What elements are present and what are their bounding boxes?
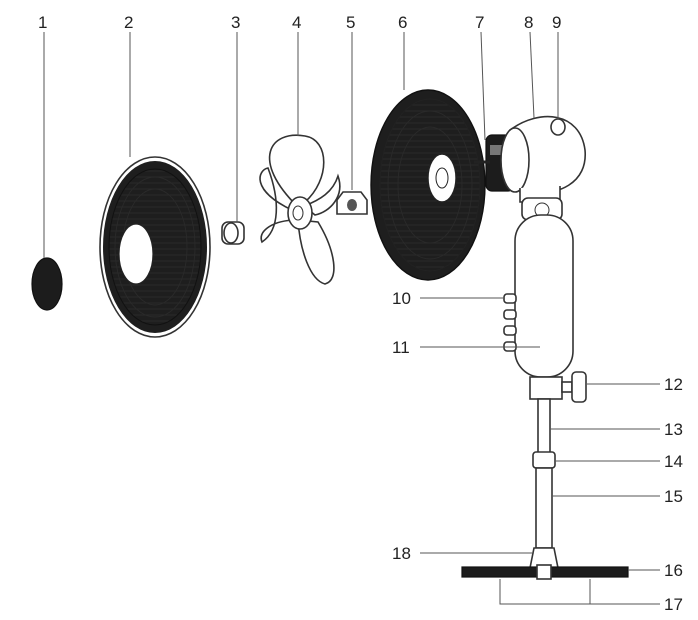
- callout-4: 4: [292, 13, 301, 32]
- callout-7: 7: [475, 13, 484, 32]
- rear-grille: [370, 89, 486, 281]
- motor-housing: [474, 115, 586, 203]
- cross-base: [461, 564, 629, 580]
- spinner-cap: [31, 257, 63, 311]
- callout-labels: 1 2 3 4 5 6 7 8 9 10 11 12 13 14 15 18 1…: [38, 13, 683, 614]
- callout-3: 3: [231, 13, 240, 32]
- leader-lines: [43, 31, 660, 605]
- stand-poles: [529, 398, 559, 569]
- speed-button-3: [503, 325, 517, 336]
- height-knob: [529, 371, 587, 403]
- callout-8: 8: [524, 13, 533, 32]
- callout-9: 9: [552, 13, 561, 32]
- callout-17: 17: [664, 595, 683, 614]
- speed-button-2: [503, 309, 517, 320]
- callout-15: 15: [664, 487, 683, 506]
- grille-ring-nut: [336, 191, 368, 215]
- callout-6: 6: [398, 13, 407, 32]
- callout-14: 14: [664, 452, 683, 471]
- callout-2: 2: [124, 13, 133, 32]
- callout-16: 16: [664, 561, 683, 580]
- callout-11: 11: [392, 338, 410, 357]
- fan-blade: [259, 134, 341, 285]
- callout-1: 1: [38, 13, 47, 32]
- callout-10: 10: [392, 289, 411, 308]
- callout-12: 12: [664, 375, 683, 394]
- callout-13: 13: [664, 420, 683, 439]
- front-grille: [99, 156, 211, 338]
- speed-button-1: [503, 293, 517, 304]
- callout-5: 5: [346, 13, 355, 32]
- blade-nut: [221, 221, 245, 245]
- control-body: [503, 197, 574, 378]
- callout-18: 18: [392, 544, 411, 563]
